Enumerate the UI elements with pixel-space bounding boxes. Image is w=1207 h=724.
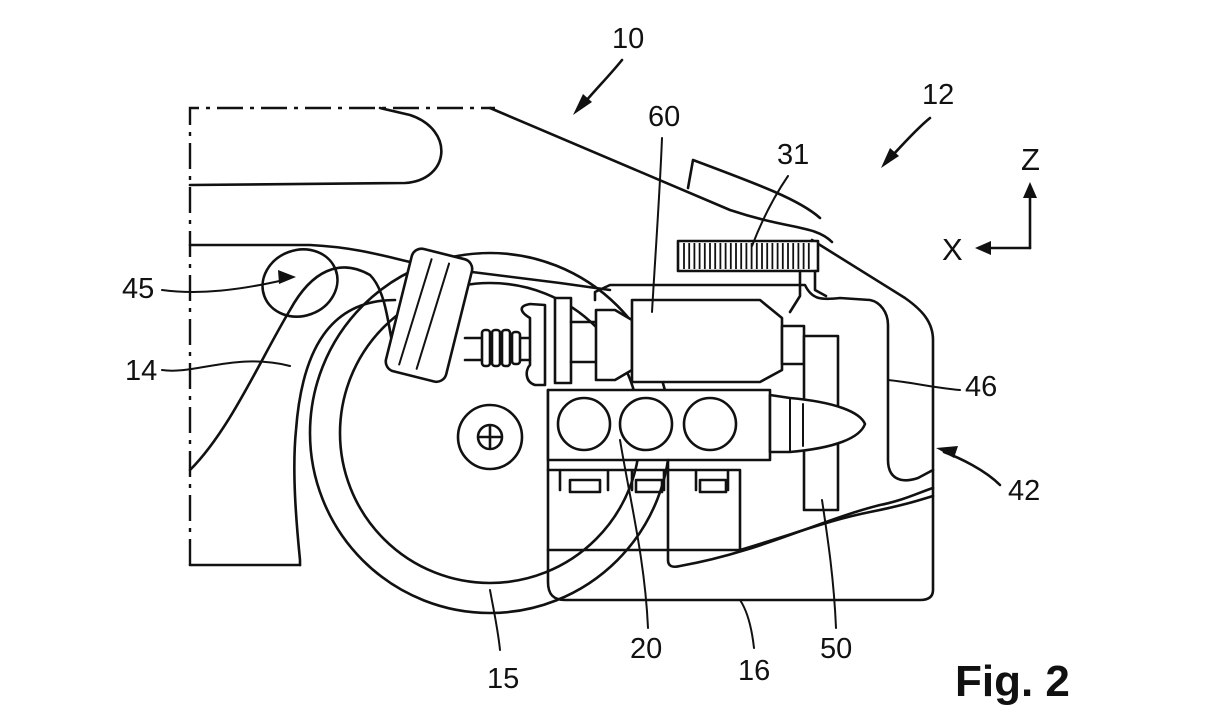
bullet-line: [789, 397, 804, 453]
body-lower-contour: [188, 243, 612, 292]
leader-15: [489, 589, 501, 651]
numeral-20: 20: [630, 633, 662, 665]
part-14-contour: [188, 266, 397, 472]
arrow-12-head: [881, 148, 899, 168]
tilted-block: [384, 247, 474, 384]
leader-45-arrowhead: [278, 270, 296, 284]
motor-60: [630, 298, 784, 384]
cartridge-tabs: [568, 478, 728, 494]
roller-2: [618, 396, 674, 452]
leader-45: [161, 279, 285, 293]
gear-rack-teeth: [683, 243, 810, 269]
numeral-14: 14: [125, 355, 157, 387]
drive-coupling-left: [520, 302, 547, 387]
housing-right-outline: [546, 238, 935, 602]
leader-31: [751, 175, 789, 247]
numeral-60: 60: [648, 101, 680, 133]
part-14-inner: [293, 298, 397, 567]
wheel-hub-inner: [476, 423, 504, 451]
axis-label-x: X: [942, 232, 963, 267]
roller-3: [682, 396, 738, 452]
numeral-31: 31: [777, 139, 809, 171]
top-cover: [686, 158, 822, 220]
section-boundary: [188, 106, 495, 565]
x-axis-arrowhead: [975, 241, 991, 255]
numeral-15: 15: [487, 663, 519, 695]
leader-16: [739, 599, 755, 649]
z-axis-arrowhead: [1023, 182, 1037, 198]
bullet-tip: [768, 393, 867, 454]
motor-upper-housing: [593, 283, 935, 482]
leader-14: [161, 360, 291, 372]
leader-46: [887, 379, 961, 391]
wheel-hub-outer: [456, 403, 524, 471]
axis-label-z: Z: [1021, 142, 1040, 177]
motor-output-shaft: [780, 324, 806, 366]
roller-1: [556, 396, 612, 452]
leader-50: [821, 499, 837, 629]
numeral-42: 42: [1008, 475, 1040, 507]
drive-shaft-lines: [569, 320, 598, 364]
lower-channel-inner: [738, 494, 935, 552]
figure-caption: Fig. 2: [955, 657, 1070, 706]
upper-body-contour: [188, 106, 443, 187]
spring: [463, 328, 540, 368]
leader-20: [619, 439, 649, 629]
arrow-42-head: [936, 446, 958, 458]
numeral-12: 12: [922, 79, 954, 111]
numeral-50: 50: [820, 633, 852, 665]
rack-shaft: [788, 269, 828, 314]
leader-60: [651, 137, 663, 313]
cartridge-lower: [546, 468, 742, 552]
arrow-10-head: [573, 94, 592, 115]
numeral-16: 16: [738, 655, 770, 687]
part-45-ellipse: [261, 248, 339, 318]
gear-rack: [676, 239, 820, 273]
numeral-46: 46: [965, 371, 997, 403]
numeral-10: 10: [612, 23, 644, 55]
numeral-45: 45: [122, 273, 154, 305]
drive-cone: [594, 308, 634, 382]
hub-cross-icon: [478, 425, 502, 449]
housing-top-slope: [488, 106, 834, 244]
drive-coupling-plate: [553, 296, 573, 385]
